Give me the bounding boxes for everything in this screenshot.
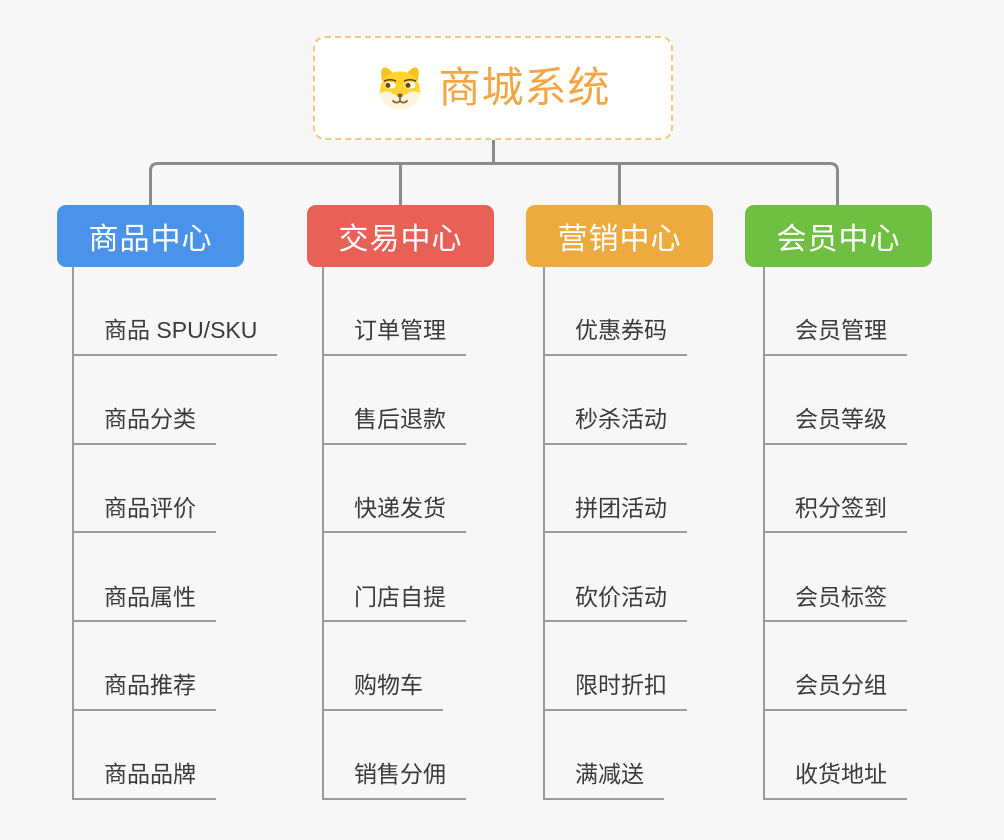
branch-column-product-center: 商品 SPU/SKU 商品分类 商品评价 商品属性 商品推荐 商品品牌 bbox=[72, 267, 322, 800]
branch-header-trade-center[interactable]: 交易中心 bbox=[307, 205, 494, 267]
node-item[interactable]: 快递发货 bbox=[322, 445, 572, 534]
node-item[interactable]: 购物车 bbox=[322, 622, 572, 712]
branch-label: 营销中心 bbox=[557, 223, 682, 256]
node-item[interactable]: 拼团活动 bbox=[543, 445, 793, 534]
root-node[interactable]: 商城系统 bbox=[313, 36, 673, 140]
branch-header-member-center[interactable]: 会员中心 bbox=[745, 205, 932, 267]
node-item[interactable]: 商品 SPU/SKU bbox=[72, 267, 322, 356]
branch-header-product-center[interactable]: 商品中心 bbox=[57, 205, 244, 267]
node-item[interactable]: 商品评价 bbox=[72, 445, 322, 534]
branch-column-trade-center: 订单管理 售后退款 快递发货 门店自提 购物车 销售分佣 bbox=[322, 267, 572, 800]
node-item[interactable]: 限时折扣 bbox=[543, 622, 793, 712]
node-item[interactable]: 商品品牌 bbox=[72, 711, 322, 800]
branch-label: 会员中心 bbox=[776, 223, 901, 256]
branch-column-marketing-center: 优惠券码 秒杀活动 拼团活动 砍价活动 限时折扣 满减送 bbox=[543, 267, 793, 800]
node-item[interactable]: 砍价活动 bbox=[543, 533, 793, 623]
node-item[interactable]: 销售分佣 bbox=[322, 711, 572, 800]
node-item[interactable]: 商品属性 bbox=[72, 533, 322, 623]
node-item[interactable]: 会员分组 bbox=[763, 622, 1004, 712]
node-item[interactable]: 门店自提 bbox=[322, 533, 572, 623]
node-item[interactable]: 收货地址 bbox=[763, 711, 1004, 800]
node-item[interactable]: 优惠券码 bbox=[543, 267, 793, 356]
node-item[interactable]: 秒杀活动 bbox=[543, 356, 793, 445]
node-item[interactable]: 商品推荐 bbox=[72, 622, 322, 712]
branch-label: 商品中心 bbox=[88, 223, 213, 256]
node-item[interactable]: 售后退款 bbox=[322, 356, 572, 445]
dog-face-icon bbox=[380, 67, 421, 110]
node-item[interactable]: 会员管理 bbox=[763, 267, 1004, 356]
node-item[interactable]: 积分签到 bbox=[763, 445, 1004, 534]
node-item[interactable]: 满减送 bbox=[543, 711, 793, 800]
branch-label: 交易中心 bbox=[338, 223, 463, 256]
branch-column-member-center: 会员管理 会员等级 积分签到 会员标签 会员分组 收货地址 bbox=[763, 267, 1004, 800]
node-item[interactable]: 订单管理 bbox=[322, 267, 572, 356]
node-item[interactable]: 商品分类 bbox=[72, 356, 322, 445]
node-item[interactable]: 会员标签 bbox=[763, 533, 1004, 623]
root-title: 商城系统 bbox=[438, 64, 611, 111]
node-item[interactable]: 会员等级 bbox=[763, 356, 1004, 445]
branch-header-marketing-center[interactable]: 营销中心 bbox=[526, 205, 713, 267]
